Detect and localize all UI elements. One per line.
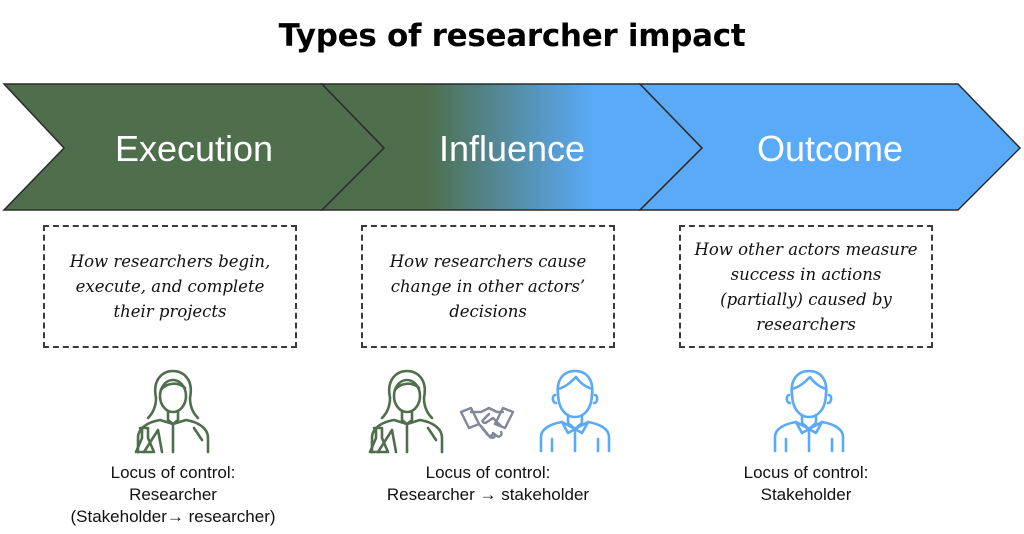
stage-label-influence: Influence xyxy=(438,128,586,169)
stakeholder-icon xyxy=(539,369,611,453)
locus-line: Researcher xyxy=(129,485,217,504)
description-box-execution: How researchers begin, execute, and comp… xyxy=(43,225,297,348)
stage-label-outcome: Outcome xyxy=(756,128,904,169)
description-text: How researchers cause change in other ac… xyxy=(389,252,587,321)
locus-line: Locus of control: xyxy=(743,463,869,482)
handshake-icon xyxy=(459,406,515,439)
locus-line: Researcher → stakeholder xyxy=(386,485,590,504)
stakeholder-icon xyxy=(773,369,845,453)
stage-label-execution: Execution xyxy=(114,128,274,169)
locus-line: (Stakeholder→ researcher) xyxy=(70,507,276,526)
diagram-title: Types of researcher impact xyxy=(278,18,746,54)
locus-line: Locus of control: xyxy=(110,463,236,482)
chevron-outcome xyxy=(638,83,1022,211)
locus-outcome: Locus of control: Stakeholder xyxy=(656,462,956,506)
description-box-outcome: How other actors measure success in acti… xyxy=(679,225,933,348)
locus-influence: Locus of control: Researcher → stakehold… xyxy=(338,462,638,506)
scientist-icon xyxy=(134,369,210,454)
scientist-icon xyxy=(368,369,444,454)
description-text: How other actors measure success in acti… xyxy=(694,239,918,334)
locus-line: Locus of control: xyxy=(425,463,551,482)
description-box-influence: How researchers cause change in other ac… xyxy=(361,225,615,348)
locus-line: Stakeholder xyxy=(760,485,852,504)
description-text: How researchers begin, execute, and comp… xyxy=(69,252,271,321)
locus-execution: Locus of control: Researcher (Stakeholde… xyxy=(23,462,323,528)
